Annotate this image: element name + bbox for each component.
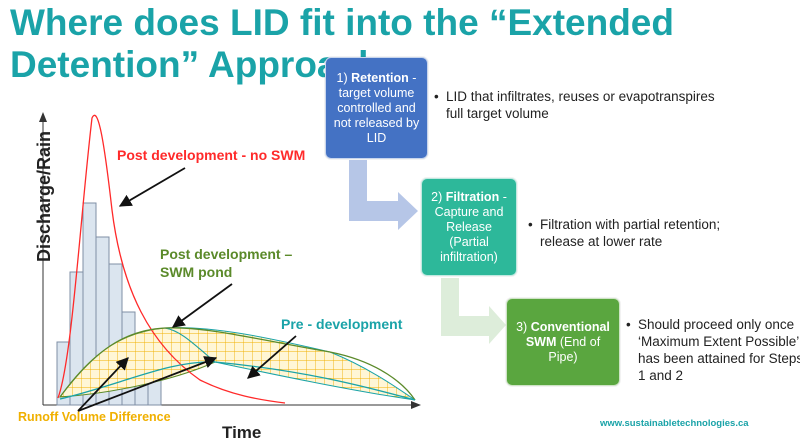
step-number: 2) <box>431 189 443 204</box>
step-name: Filtration <box>445 189 500 204</box>
step-description: - target volume controlled and not relea… <box>333 70 420 145</box>
flow-arrows <box>349 160 506 344</box>
website-footer: www.sustainabletechnologies.ca <box>600 418 749 429</box>
step-retention-bullet: LID that infiltrates, reuses or evapotra… <box>434 88 726 122</box>
runoff-volume-difference-label: Runoff Volume Difference <box>18 410 171 424</box>
step-filtration-bullet: Filtration with partial retention; relea… <box>528 216 760 250</box>
arrow-to-no-swm-curve <box>118 167 186 207</box>
arrow-to-swm-curve <box>171 283 233 328</box>
step-retention-box: 1) Retention - target volume controlled … <box>325 57 428 159</box>
step-number: 3) <box>516 319 528 334</box>
pre-development-label: Pre - development <box>281 316 403 332</box>
post-development-swm-label: Post development – SWM pond <box>160 246 293 280</box>
step-filtration-box: 2) Filtration - Capture and Release (Par… <box>421 178 517 276</box>
step-name: Conventional SWM <box>525 319 610 349</box>
slide-title: Where does LID fit into the “Extended De… <box>10 2 674 85</box>
step-number: 1) <box>336 70 348 85</box>
step-description: (End of Pipe) <box>548 334 601 364</box>
arrow-runoff-2 <box>77 356 218 412</box>
post-development-no-swm-curve <box>57 114 286 404</box>
step-conventional-swm-bullet: Should proceed only once ‘Maximum Extent… <box>626 316 800 384</box>
step-name: Retention <box>351 70 409 85</box>
x-axis-label: Time <box>222 423 262 442</box>
y-axis-label: Discharge/Rain <box>34 130 54 262</box>
arrow-runoff-1 <box>77 357 129 412</box>
post-development-no-swm-label: Post development - no SWM <box>117 147 306 163</box>
post-development-swm-curve <box>59 327 416 401</box>
step-description: - Capture and Release (Partial infiltrat… <box>434 189 507 264</box>
flow-arrow-1-to-2 <box>349 160 418 230</box>
arrow-to-pre-curve <box>247 335 297 379</box>
flow-arrow-2-to-3 <box>441 278 506 344</box>
step-conventional-swm-box: 3) Conventional SWM (End of Pipe) <box>506 298 620 386</box>
callout-arrows <box>77 167 297 412</box>
